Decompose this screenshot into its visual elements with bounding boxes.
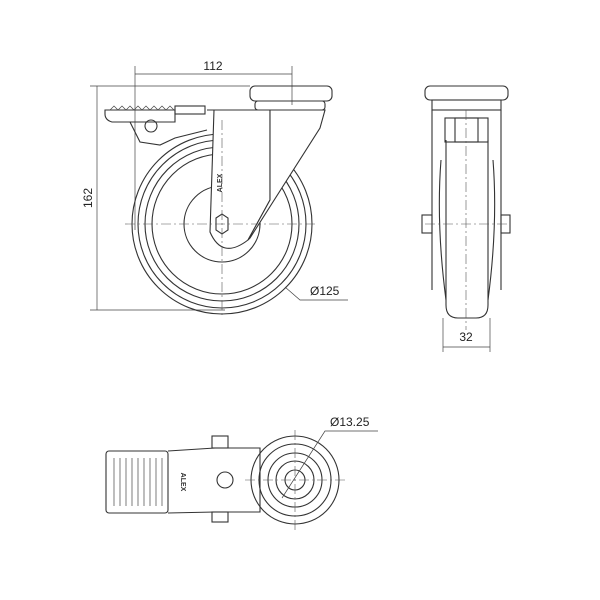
brand-mark: ALEX [179,473,186,492]
dim-13-25: Ø13.25 [330,415,370,429]
side-view: 112 162 ALEX Ø125 [81,59,348,318]
fork-brace [247,109,326,241]
kingpin [454,117,479,143]
brake-housing [174,105,206,115]
leader-13-25 [281,430,378,499]
swivel-ring [431,99,502,111]
kingpin-block [444,117,489,143]
brand-mark: ALEX [217,173,224,192]
pedal-grip [113,458,163,506]
dim-162: 162 [81,188,95,208]
wheel-front [445,140,489,319]
bolt-head [211,511,229,523]
bolt-head [211,435,229,449]
brake-pedal [104,109,176,123]
swivel-ring [254,100,326,111]
dim-112: 112 [203,59,222,73]
leader-125 [284,286,348,301]
fork-sides [431,110,502,290]
dim-125: Ø125 [310,284,340,298]
brake-pedal-top [105,450,169,514]
dim-32: 32 [459,330,473,344]
pivot-hole [216,471,234,489]
pedal-grip [109,105,175,111]
brake-pivot [144,119,158,133]
top-plate [249,85,333,102]
wheel-tread-side [438,159,496,301]
top-plate [424,85,509,101]
front-view: 32 [421,85,511,352]
brake-lever [129,121,208,146]
bottom-view: ALEX Ø13.25 [105,415,378,530]
